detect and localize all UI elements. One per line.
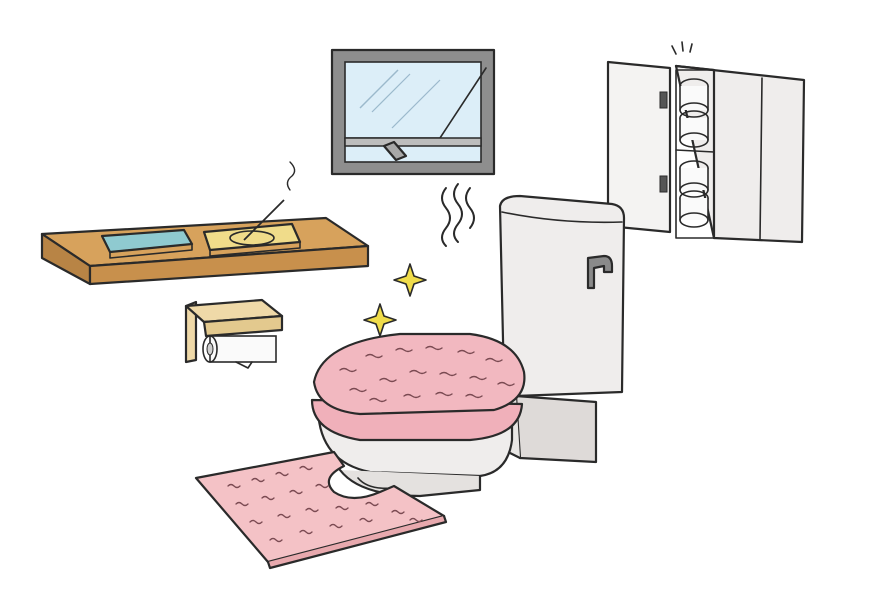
toilet-icon [310, 194, 626, 498]
sparkle-icon [363, 263, 427, 337]
window-icon [330, 48, 496, 176]
wooden-shelf-icon [40, 161, 370, 286]
incense-dish-icon [202, 161, 302, 257]
toilet-paper-holder-icon [184, 298, 284, 369]
storage-cabinet-icon [606, 41, 806, 244]
heat-wave-icon [441, 183, 475, 247]
toilet-paper-roll-icon [679, 78, 709, 228]
toilet-mat-icon [194, 450, 448, 570]
